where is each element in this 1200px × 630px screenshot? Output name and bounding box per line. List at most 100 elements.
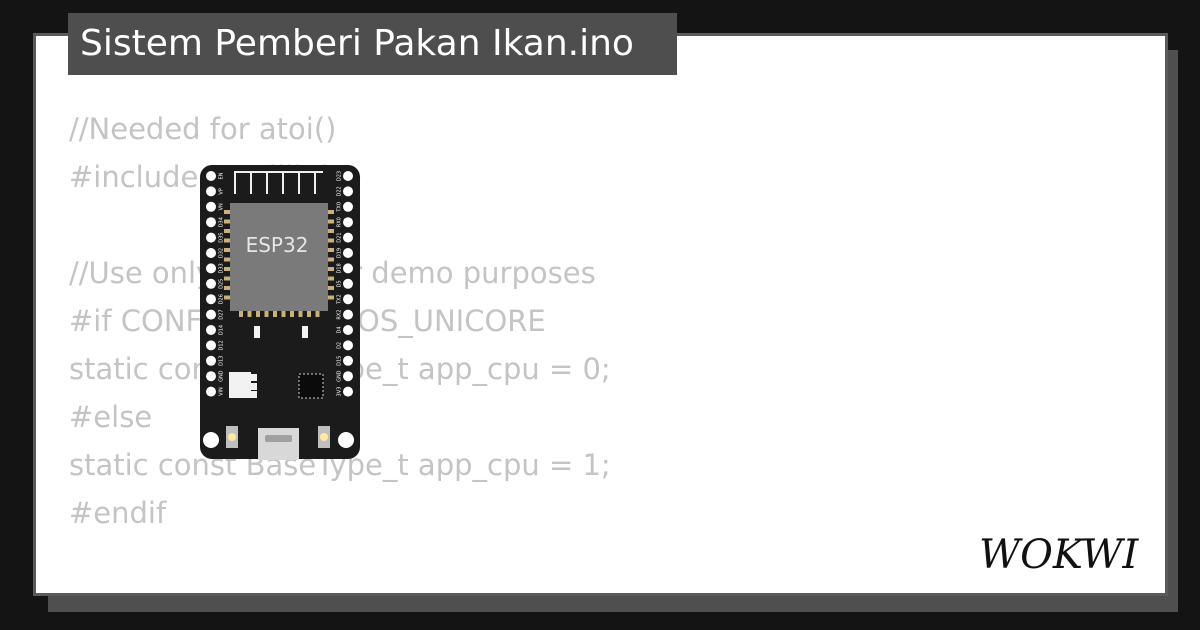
- chip-pad: [224, 219, 231, 224]
- pin-label: TX0: [337, 202, 343, 213]
- pin-label: VIN: [219, 387, 225, 396]
- chip-pad: [327, 257, 334, 262]
- pin-label: D2: [337, 342, 343, 349]
- chip-pad: [224, 276, 231, 281]
- left-pin-labels: ENVPVND34D35D32D33D25D26D27D14D12D13GNDV…: [219, 172, 225, 396]
- esp32-chip: [230, 203, 328, 311]
- pin-hole: [206, 355, 216, 366]
- chip-pad: [327, 276, 334, 281]
- regulator-pin: [251, 383, 257, 390]
- pin-label: D26: [219, 294, 225, 304]
- chip-pad: [224, 286, 231, 290]
- pin-hole: [206, 325, 216, 335]
- pin-hole: [343, 340, 353, 351]
- pin-hole: [343, 248, 353, 258]
- pin-hole: [343, 309, 353, 320]
- code-line: static const BaseType_t app_cpu = 1;: [69, 448, 611, 482]
- chip-pad: [264, 310, 269, 317]
- pin-hole: [206, 263, 216, 274]
- right-pin-labels: D23D22TX0RX0D21D19D18D5TX2RX2D4D2D15GND3…: [337, 171, 343, 397]
- antenna-icon: [234, 171, 323, 194]
- pin-hole: [343, 278, 353, 289]
- chip-pad: [327, 210, 334, 214]
- chip-pad: [327, 238, 334, 243]
- chip-pad: [281, 310, 286, 317]
- pin-hole: [206, 232, 216, 243]
- chip-pad: [224, 210, 231, 214]
- mount-hole: [203, 432, 219, 448]
- chip-pad: [239, 310, 243, 317]
- usb-port: [258, 428, 299, 460]
- code-line: //Settings: [69, 585, 611, 593]
- chip-pad: [224, 238, 231, 243]
- chip-pad: [224, 257, 231, 262]
- pin-label: TX2: [337, 294, 343, 305]
- pin-label: GND: [337, 370, 343, 382]
- pin-label: GND: [219, 370, 225, 382]
- right-pin-holes: [343, 171, 353, 397]
- pin-hole: [343, 263, 353, 274]
- pin-label: D18: [337, 263, 343, 273]
- pin-hole: [206, 386, 216, 397]
- pin-label: VN: [219, 203, 225, 210]
- pin-hole: [206, 201, 216, 212]
- pin-label: RX2: [337, 310, 343, 320]
- pin-hole: [206, 371, 216, 382]
- mount-hole: [338, 432, 354, 448]
- regulator-pin: [251, 391, 257, 398]
- usb-serial-chip: [298, 373, 324, 399]
- code-line: #endif: [69, 496, 167, 530]
- logo-text: WOKWI: [979, 532, 1139, 578]
- pin-hole: [206, 294, 216, 305]
- pin-hole: [343, 217, 353, 228]
- smd-component: [254, 326, 260, 338]
- pin-hole: [206, 340, 216, 351]
- pin-label: D34: [219, 217, 225, 227]
- pin-label: D33: [219, 263, 225, 273]
- pin-hole: [343, 201, 353, 212]
- pin-label: D25: [219, 279, 225, 289]
- chip-label: ESP32: [246, 233, 309, 257]
- pin-hole: [206, 217, 216, 228]
- esp32-board: ESP32 ENVPVND34D35D32D33D25D26D27D14D12D…: [200, 165, 360, 460]
- pin-label: EN: [219, 172, 225, 179]
- pin-label: D12: [219, 340, 225, 350]
- chip-pad: [256, 310, 260, 317]
- page-title: Sistem Pemberi Pakan Ikan.ino: [68, 13, 677, 75]
- pin-label: D14: [219, 325, 225, 335]
- pin-label: D22: [337, 186, 343, 196]
- code-line: #else: [69, 400, 153, 434]
- pin-label: D13: [219, 356, 225, 366]
- pin-hole: [343, 325, 353, 335]
- chip-pad: [224, 295, 231, 300]
- chip-pad: [273, 310, 277, 317]
- pin-label: D21: [337, 232, 343, 242]
- chip-pad: [327, 229, 334, 233]
- pin-label: D32: [219, 248, 225, 258]
- chip-pad: [298, 310, 303, 317]
- pin-label: D5: [337, 280, 343, 287]
- pin-label: D4: [337, 326, 343, 333]
- pin-hole: [343, 355, 353, 366]
- pin-hole: [343, 294, 353, 305]
- code-line: //Needed for atoi(): [69, 112, 337, 146]
- regulator-pin: [251, 374, 257, 381]
- pin-hole: [343, 186, 353, 197]
- chip-pad: [224, 229, 231, 233]
- reset-button-cap: [320, 433, 328, 441]
- pin-hole: [206, 309, 216, 320]
- chip-pad: [327, 248, 334, 252]
- pin-label: D19: [337, 248, 343, 258]
- chip-pad: [315, 310, 320, 317]
- code-line: [69, 537, 611, 585]
- pin-hole: [206, 248, 216, 258]
- wokwi-logo: WOKWI: [979, 532, 1139, 578]
- chip-pad: [327, 267, 334, 271]
- chip-pad: [247, 310, 252, 317]
- boot-button-cap: [228, 433, 236, 441]
- pin-label: 3V3: [337, 387, 343, 397]
- chip-pad: [327, 219, 334, 224]
- pin-label: D15: [337, 356, 343, 366]
- pin-label: VP: [219, 188, 225, 194]
- chip-pad: [327, 295, 334, 300]
